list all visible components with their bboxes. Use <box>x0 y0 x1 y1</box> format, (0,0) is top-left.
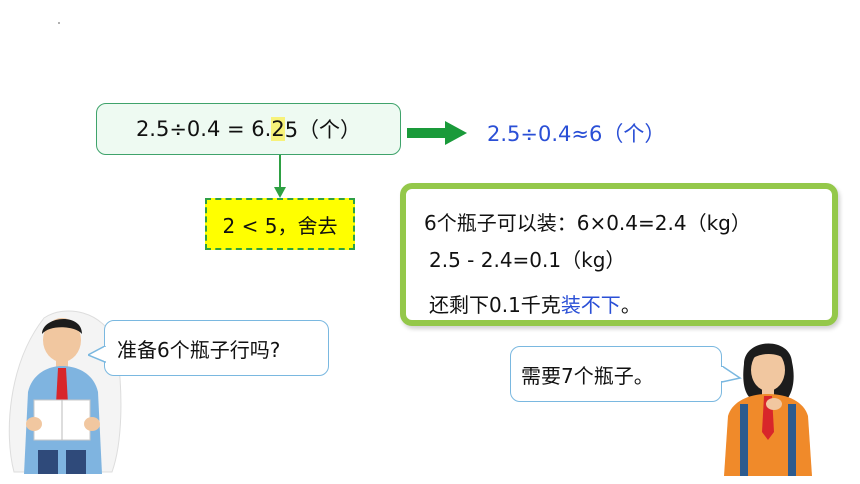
calculation-box: 6个瓶子可以装：6×0.4=2.4（kg） 2.5 - 2.4=0.1（kg） … <box>400 183 838 326</box>
boy-student-icon <box>8 310 122 474</box>
approximation-text: 2.5÷0.4≈6（个） <box>487 122 666 146</box>
calc-line-3-suffix: 。 <box>620 293 641 317</box>
boy-speech-bubble: 准备6个瓶子行吗? <box>104 320 329 376</box>
boy-question: 准备6个瓶子行吗? <box>117 337 281 362</box>
equation-before: 2.5÷0.4 = 6. <box>135 117 272 141</box>
calc-line-3-emphasis: 装不下 <box>560 293 621 317</box>
bubble-tail-right <box>720 366 742 383</box>
calc-line-3: 还剩下0.1千克装不下。 <box>429 289 641 318</box>
calc-line-2: 2.5 - 2.4=0.1（kg） <box>429 248 626 272</box>
girl-speech-bubble: 需要7个瓶子。 <box>510 346 722 402</box>
calc-line-3-prefix: 还剩下0.1千克 <box>429 293 561 317</box>
equation-highlight-digit: 2 <box>271 117 285 141</box>
girl-student-icon <box>724 343 812 476</box>
rounding-note: 2 < 5，舍去 <box>222 213 338 238</box>
down-arrow-icon <box>274 155 286 198</box>
equation-after: 5（个） <box>284 118 362 142</box>
girl-answer: 需要7个瓶子。 <box>521 363 654 388</box>
calc-line-1: 6个瓶子可以装：6×0.4=2.4（kg） <box>424 211 751 235</box>
rounding-note-box: 2 < 5，舍去 <box>205 198 355 250</box>
decorative-dot <box>58 22 60 24</box>
bubble-tail-left <box>88 346 107 364</box>
right-arrow-icon <box>407 121 467 145</box>
